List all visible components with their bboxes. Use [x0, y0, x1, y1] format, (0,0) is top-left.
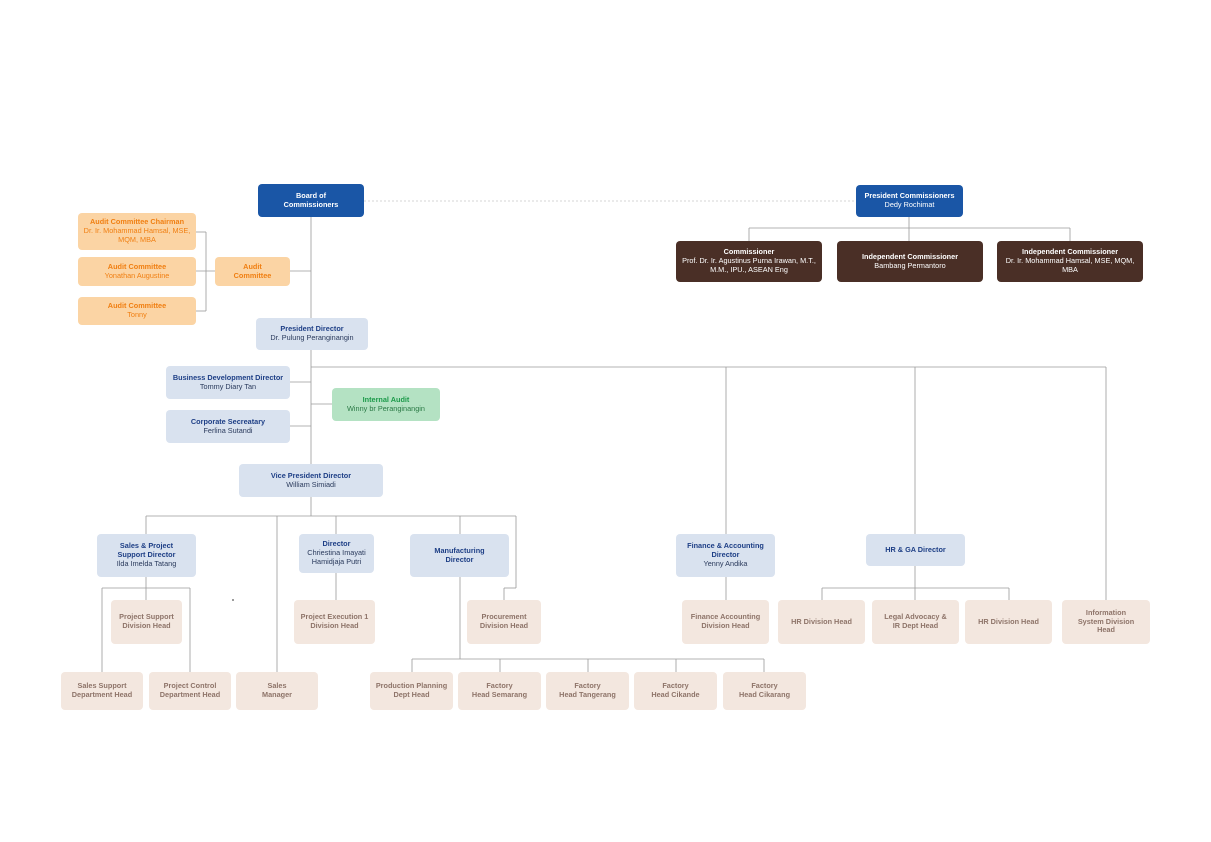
factory-cikande-box: Factory Head Cikande — [634, 672, 717, 710]
board-title: Board of Commissioners — [283, 190, 339, 209]
audit-committee-chairman-name: Dr. Ir. Mohammad Hamsal, MSE, MQM, MBA — [83, 226, 191, 244]
finance-accounting-director-name: Yenny Andika — [703, 558, 748, 568]
information-system-division-head-box: Information System Division Head — [1062, 600, 1150, 644]
sales-support-department-head-title: Sales Support Department Head — [71, 681, 133, 699]
manufacturing-director-box: Manufacturing Director — [410, 534, 509, 577]
vice-president-director-name: William Simiadi — [286, 479, 336, 489]
audit-committee-title: Audit Committee — [233, 261, 272, 280]
procurement-division-head-box: Procurement Division Head — [467, 600, 541, 644]
president-commissioners-box: President Commissioners Dedy Rochimat — [856, 185, 963, 217]
corporate-secretary-name: Ferlina Sutandi — [203, 425, 253, 435]
president-commissioners-name: Dedy Rochimat — [884, 200, 935, 209]
finance-accounting-director-box: Finance & Accounting Director Yenny Andi… — [676, 534, 775, 577]
sales-project-support-director-name: Ilda Imelda Tatang — [116, 558, 177, 568]
sales-manager-title: Sales Manager — [261, 681, 292, 699]
legal-advocacy-box: Legal Advocacy & IR Dept Head — [872, 600, 959, 644]
audit-committee-box: Audit Committee — [215, 257, 290, 286]
production-planning-title: Production Planning Dept Head — [375, 681, 448, 699]
corporate-secretary-box: Corporate Secreatary Ferlina Sutandi — [166, 410, 290, 443]
project-support-division-head-title: Project Support Division Head — [119, 612, 174, 630]
audit-committee-member-2-box: Audit Committee Tonny — [78, 297, 196, 325]
procurement-division-head-title: Procurement Division Head — [479, 612, 529, 630]
audit-committee-chairman-title: Audit Committee Chairman — [89, 217, 185, 227]
corporate-secretary-title: Corporate Secreatary — [190, 416, 266, 426]
business-development-director-name: Tommy Diary Tan — [199, 381, 257, 391]
audit-committee-member-1-box: Audit Committee Yonathan Augustine — [78, 257, 196, 286]
internal-audit-box: Internal Audit Winny br Peranginangin — [332, 388, 440, 421]
president-commissioners-title: President Commissioners — [864, 191, 955, 201]
independent-commissioner-1-title: Independent Commissioner — [861, 251, 959, 261]
commissioner-title: Commissioner — [723, 247, 775, 257]
independent-commissioner-2-box: Independent Commissioner Dr. Ir. Mohamma… — [997, 241, 1143, 282]
commissioner-box: Commissioner Prof. Dr. Ir. Agustinus Pur… — [676, 241, 822, 282]
manufacturing-director-title: Manufacturing Director — [434, 545, 485, 564]
factory-cikande-title: Factory Head Cikande — [651, 681, 700, 699]
factory-tangerang-box: Factory Head Tangerang — [546, 672, 629, 710]
project-execution-division-head-title: Project Execution 1 Division Head — [300, 612, 369, 630]
hr-division-head-2-box: HR Division Head — [965, 600, 1052, 644]
finance-accounting-division-head-title: Finance Accounting Division Head — [690, 612, 761, 630]
sales-support-department-head-box: Sales Support Department Head — [61, 672, 143, 710]
director-name: Chriestina Imayati Hamidjaja Putri — [307, 548, 366, 566]
audit-committee-chairman-box: Audit Committee Chairman Dr. Ir. Mohamma… — [78, 213, 196, 250]
independent-commissioner-2-title: Independent Commissioner — [1021, 247, 1119, 257]
independent-commissioner-1-name: Bambang Permantoro — [874, 260, 946, 270]
commissioner-name: Prof. Dr. Ir. Agustinus Purna Irawan, M.… — [682, 256, 816, 274]
hr-division-head-1-title: HR Division Head — [791, 616, 852, 626]
vice-president-director-title: Vice President Director — [270, 470, 352, 480]
internal-audit-title: Internal Audit — [362, 394, 410, 404]
factory-cikarang-box: Factory Head Cikarang — [723, 672, 806, 710]
audit-committee-member-2-name: Tonny — [127, 310, 147, 319]
factory-cikarang-title: Factory Head Cikarang — [738, 681, 791, 699]
project-support-division-head-box: Project Support Division Head — [111, 600, 182, 644]
audit-committee-member-2-title: Audit Committee — [107, 301, 167, 311]
legal-advocacy-title: Legal Advocacy & IR Dept Head — [884, 612, 947, 630]
production-planning-box: Production Planning Dept Head — [370, 672, 453, 710]
factory-semarang-box: Factory Head Semarang — [458, 672, 541, 710]
information-system-division-head-title: Information System Division Head — [1077, 607, 1135, 635]
director-title: Director — [322, 539, 351, 549]
stray-dot — [232, 599, 234, 601]
vice-president-director-box: Vice President Director William Simiadi — [239, 464, 383, 497]
board-of-commissioners-box: Board of Commissioners — [258, 184, 364, 217]
audit-committee-member-1-title: Audit Committee — [107, 261, 167, 271]
factory-semarang-title: Factory Head Semarang — [471, 681, 528, 699]
sales-project-support-director-title: Sales & Project Support Director — [117, 541, 176, 560]
internal-audit-name: Winny br Peranginangin — [347, 403, 425, 413]
business-development-director-title: Business Development Director — [172, 372, 284, 382]
finance-accounting-director-title: Finance & Accounting Director — [687, 541, 764, 560]
project-control-department-head-box: Project Control Department Head — [149, 672, 231, 710]
hr-division-head-2-title: HR Division Head — [978, 616, 1039, 626]
hr-division-head-1-box: HR Division Head — [778, 600, 865, 644]
sales-project-support-director-box: Sales & Project Support Director Ilda Im… — [97, 534, 196, 577]
sales-manager-box: Sales Manager — [236, 672, 318, 710]
hr-ga-director-title: HR & GA Director — [885, 544, 946, 554]
project-control-department-head-title: Project Control Department Head — [159, 681, 221, 699]
business-development-director-box: Business Development Director Tommy Diar… — [166, 366, 290, 399]
director-box: Director Chriestina Imayati Hamidjaja Pu… — [299, 534, 374, 573]
factory-tangerang-title: Factory Head Tangerang — [559, 681, 616, 699]
president-director-box: President Director Dr. Pulung Peranginan… — [256, 318, 368, 350]
project-execution-division-head-box: Project Execution 1 Division Head — [294, 600, 375, 644]
independent-commissioner-2-name: Dr. Ir. Mohammad Hamsal, MSE, MQM, MBA — [1005, 256, 1135, 274]
president-director-name: Dr. Pulung Peranginangin — [270, 333, 354, 342]
finance-accounting-division-head-box: Finance Accounting Division Head — [682, 600, 769, 644]
independent-commissioner-1-box: Independent Commissioner Bambang Permant… — [837, 241, 983, 282]
audit-committee-member-1-name: Yonathan Augustine — [104, 270, 170, 280]
president-director-title: President Director — [280, 324, 344, 334]
hr-ga-director-box: HR & GA Director — [866, 534, 965, 566]
